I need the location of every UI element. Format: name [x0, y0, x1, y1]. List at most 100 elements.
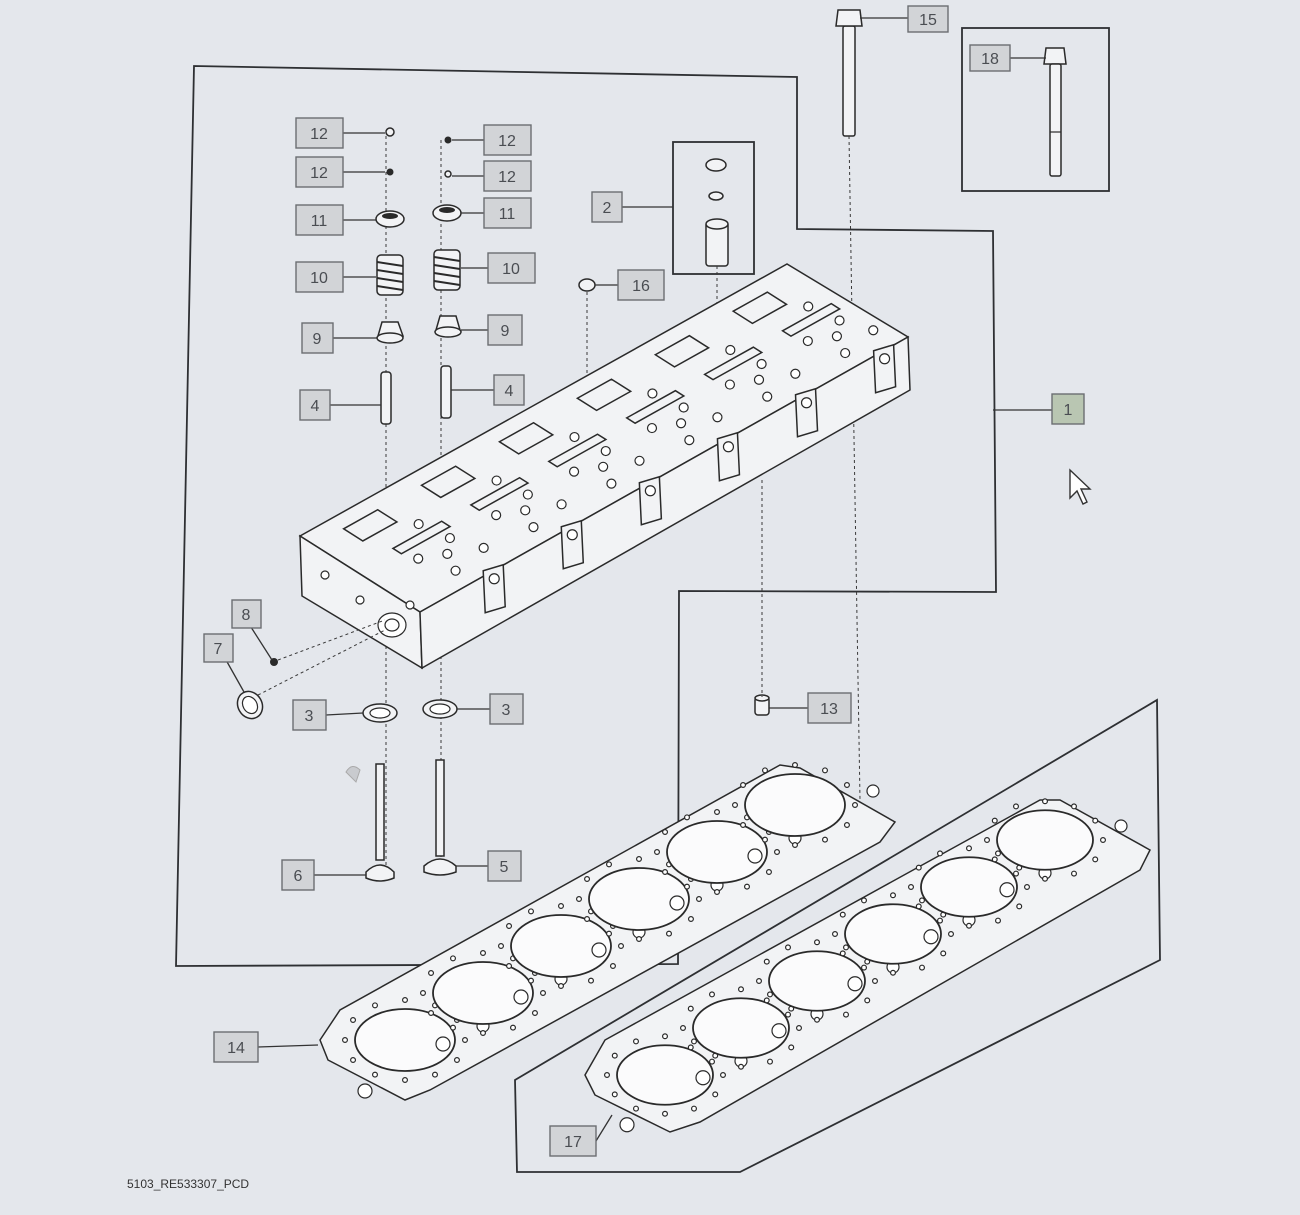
- callout-17[interactable]: 17: [549, 1125, 597, 1157]
- gasket-coolant-hole: [619, 1117, 635, 1133]
- gasket-hole: [402, 1076, 409, 1083]
- head-hole: [834, 315, 845, 326]
- gasket-bore: [920, 856, 1018, 918]
- gasket-hole: [1041, 875, 1048, 882]
- gasket-hole: [557, 982, 564, 989]
- gasket-bore: [588, 867, 690, 931]
- head-hole: [684, 435, 695, 446]
- small-fragment: [345, 766, 361, 783]
- head-hole: [647, 388, 658, 399]
- gasket-hole: [679, 1024, 686, 1031]
- head-hole: [556, 499, 567, 510]
- callout-7[interactable]: 7: [203, 633, 234, 663]
- gasket-hole: [480, 1029, 487, 1036]
- callout-12-right-top[interactable]: 12: [483, 124, 532, 156]
- callout-4-left[interactable]: 4: [299, 389, 331, 421]
- callout-15[interactable]: 15: [907, 5, 949, 33]
- head-hole: [491, 510, 502, 521]
- gasket-hole: [743, 883, 750, 890]
- part-2-sleeve: [705, 158, 729, 330]
- head-pad: [731, 291, 788, 325]
- gasket-hole: [687, 1044, 694, 1051]
- gasket-coolant-hole: [747, 848, 763, 864]
- gasket-hole: [605, 930, 612, 937]
- gasket-hole: [940, 950, 947, 957]
- callout-11-left[interactable]: 11: [295, 204, 344, 236]
- gasket-hole: [907, 883, 914, 890]
- head-hole: [568, 466, 580, 477]
- callout-3-right[interactable]: 3: [489, 693, 524, 725]
- part-16-plug: [578, 278, 596, 380]
- gasket-hole: [342, 1036, 349, 1043]
- head-boss-hole: [800, 397, 813, 409]
- callout-16[interactable]: 16: [617, 269, 665, 301]
- gasket-hole: [1023, 883, 1030, 890]
- gasket-bore: [616, 1044, 714, 1106]
- gasket-hole: [795, 1024, 802, 1031]
- gasket-hole: [428, 1009, 435, 1016]
- callout-11-right[interactable]: 11: [483, 197, 532, 229]
- gasket-hole: [763, 997, 770, 1004]
- gasket-hole: [575, 895, 582, 902]
- callout-12-left-bottom[interactable]: 12: [295, 156, 344, 188]
- gasket-hole: [936, 850, 943, 857]
- gasket-hole: [527, 977, 534, 984]
- gasket-hole: [1092, 817, 1099, 824]
- gasket-hole: [1012, 803, 1019, 810]
- gasket-hole: [584, 875, 591, 882]
- callout-13[interactable]: 13: [807, 692, 852, 724]
- gasket-hole: [889, 969, 896, 976]
- head-hole: [803, 301, 814, 312]
- callout-12-right-bottom[interactable]: 12: [483, 160, 532, 192]
- cylinder-head: [298, 263, 911, 670]
- callout-8[interactable]: 8: [231, 599, 262, 629]
- head-boss: [872, 343, 897, 394]
- callout-12-left-top[interactable]: 12: [295, 117, 344, 149]
- callout-10-left[interactable]: 10: [295, 261, 344, 293]
- gasket-hole: [506, 962, 513, 969]
- svg-text:12: 12: [498, 133, 516, 150]
- callout-6[interactable]: 6: [281, 859, 315, 891]
- gasket-hole: [821, 767, 828, 774]
- gasket-hole: [766, 991, 773, 998]
- head-hole: [522, 489, 533, 500]
- gasket-coolant-hole: [357, 1083, 373, 1099]
- callout-18[interactable]: 18: [969, 44, 1011, 72]
- head-hole: [444, 532, 456, 544]
- callout-3-left[interactable]: 3: [292, 699, 327, 731]
- svg-text:6: 6: [294, 868, 303, 885]
- head-hole: [442, 548, 453, 559]
- svg-text:3: 3: [502, 702, 511, 719]
- gasket-coolant-hole: [435, 1036, 451, 1052]
- gasket-hole: [712, 1091, 719, 1098]
- gasket-hole: [527, 908, 534, 915]
- gasket-hole: [947, 930, 954, 937]
- gasket-hole: [611, 1052, 618, 1059]
- callout-5[interactable]: 5: [487, 850, 522, 882]
- head-hole: [600, 445, 611, 457]
- gasket-hole: [1099, 836, 1106, 843]
- callout-14[interactable]: 14: [213, 1031, 259, 1063]
- gasket-coolant-hole: [771, 1023, 787, 1039]
- gasket-hole: [864, 997, 871, 1004]
- part-2-frame: [672, 141, 755, 275]
- head-hole: [762, 391, 773, 402]
- callout-10-right[interactable]: 10: [487, 252, 536, 284]
- callout-1[interactable]: 1: [1051, 393, 1085, 425]
- callout-9-left[interactable]: 9: [301, 322, 334, 354]
- gasket-hole: [708, 1058, 715, 1065]
- gasket-hole: [1016, 903, 1023, 910]
- gasket-coolant-hole: [847, 976, 863, 992]
- svg-text:4: 4: [505, 383, 514, 400]
- callout-2[interactable]: 2: [591, 191, 623, 223]
- callout-4-right[interactable]: 4: [493, 374, 525, 406]
- gasket-hole: [428, 969, 435, 976]
- svg-text:9: 9: [313, 331, 322, 348]
- callout-9-right[interactable]: 9: [487, 314, 523, 346]
- gasket-hole: [842, 1011, 849, 1018]
- gasket-hole: [713, 888, 720, 895]
- gasket-hole: [635, 935, 642, 942]
- head-hole: [831, 331, 843, 342]
